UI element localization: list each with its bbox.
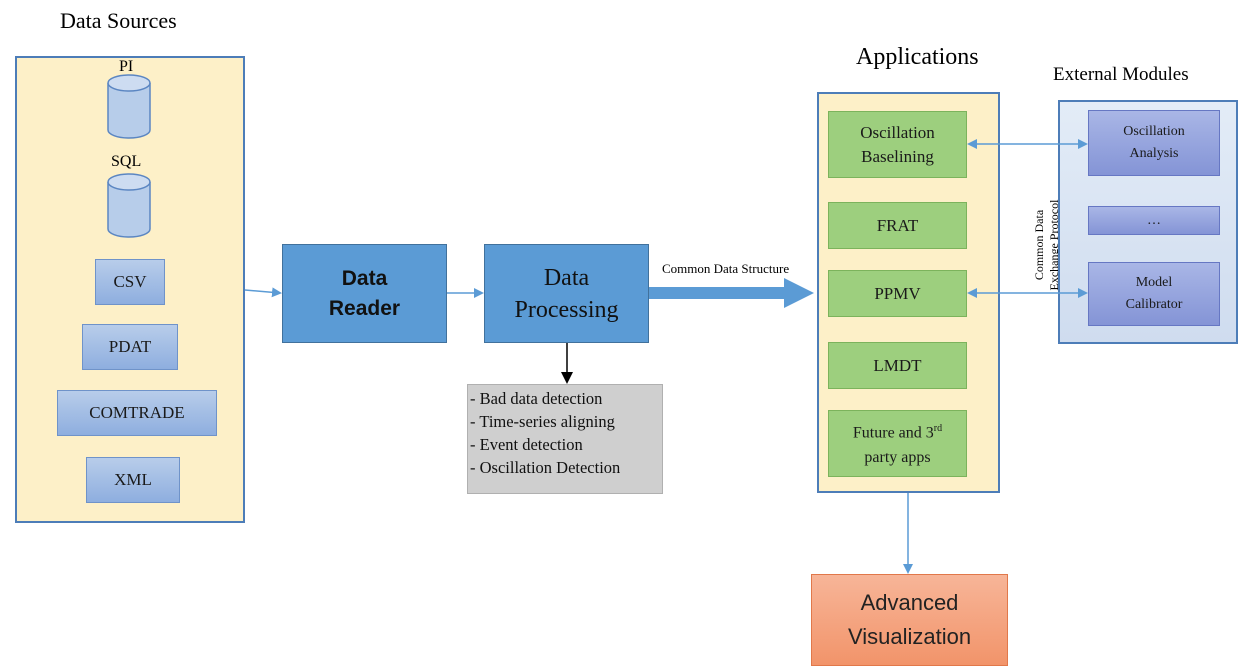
module-oscillation-analysis: Oscillation Analysis	[1088, 110, 1220, 176]
module-label: Calibrator	[1125, 297, 1183, 312]
common-data-structure-label: Common Data Structure	[662, 261, 790, 276]
app-lmdt: LMDT	[828, 342, 967, 389]
app-label: Baselining	[861, 146, 934, 166]
source-sql-label: SQL	[111, 153, 142, 170]
app-label: PPMV	[874, 283, 921, 303]
source-csv: CSV	[95, 259, 165, 305]
sql-database-icon	[107, 173, 151, 238]
source-xml: XML	[86, 457, 180, 503]
arrow-sources-to-reader	[244, 287, 282, 298]
processing-features-list: - Bad data detection - Time-series align…	[470, 387, 662, 479]
app-oscillation-baselining: Oscillation Baselining	[828, 111, 967, 178]
processing-features-box: - Bad data detection - Time-series align…	[467, 384, 663, 494]
data-processing-line1: Data	[543, 264, 590, 291]
source-pi-label: PI	[119, 58, 134, 75]
app-label: party apps	[864, 448, 931, 466]
data-reader-box: Data Reader	[282, 244, 447, 343]
feature-item: - Bad data detection	[470, 389, 603, 408]
data-reader-line1: Data	[341, 266, 388, 290]
feature-item: - Event detection	[470, 435, 583, 454]
external-modules-title: External Modules	[1053, 64, 1189, 85]
feature-item: - Time-series aligning	[470, 412, 615, 431]
data-reader-line2: Reader	[328, 296, 401, 320]
pi-database-icon	[107, 74, 151, 139]
source-comtrade: COMTRADE	[57, 390, 217, 436]
module-ellipsis: …	[1088, 206, 1220, 235]
module-model-calibrator: Model Calibrator	[1088, 262, 1220, 326]
app-frat: FRAT	[828, 202, 967, 249]
source-pdat: PDAT	[82, 324, 178, 370]
app-label: Oscillation	[860, 122, 935, 142]
arrow-processing-to-applications	[649, 278, 814, 308]
app-future-third-party: Future and 3rd party apps	[828, 410, 967, 477]
module-label: Analysis	[1129, 146, 1179, 161]
data-processing-box: Data Processing	[484, 244, 649, 343]
app-label: Future and 3rd	[852, 423, 943, 442]
module-label: Oscillation	[1123, 124, 1185, 139]
module-label: Model	[1135, 275, 1173, 290]
app-ppmv: PPMV	[828, 270, 967, 317]
data-processing-line2: Processing	[514, 296, 619, 323]
advanced-visualization-box: Advanced Visualization	[811, 574, 1008, 666]
module-label: …	[1147, 212, 1161, 228]
feature-item: - Oscillation Detection	[470, 458, 621, 477]
app-label: LMDT	[873, 355, 922, 375]
visualization-line1: Advanced	[860, 590, 959, 615]
app-label: FRAT	[876, 215, 919, 235]
visualization-line2: Visualization	[847, 624, 972, 649]
data-sources-title: Data Sources	[60, 8, 177, 33]
applications-title: Applications	[856, 44, 979, 70]
